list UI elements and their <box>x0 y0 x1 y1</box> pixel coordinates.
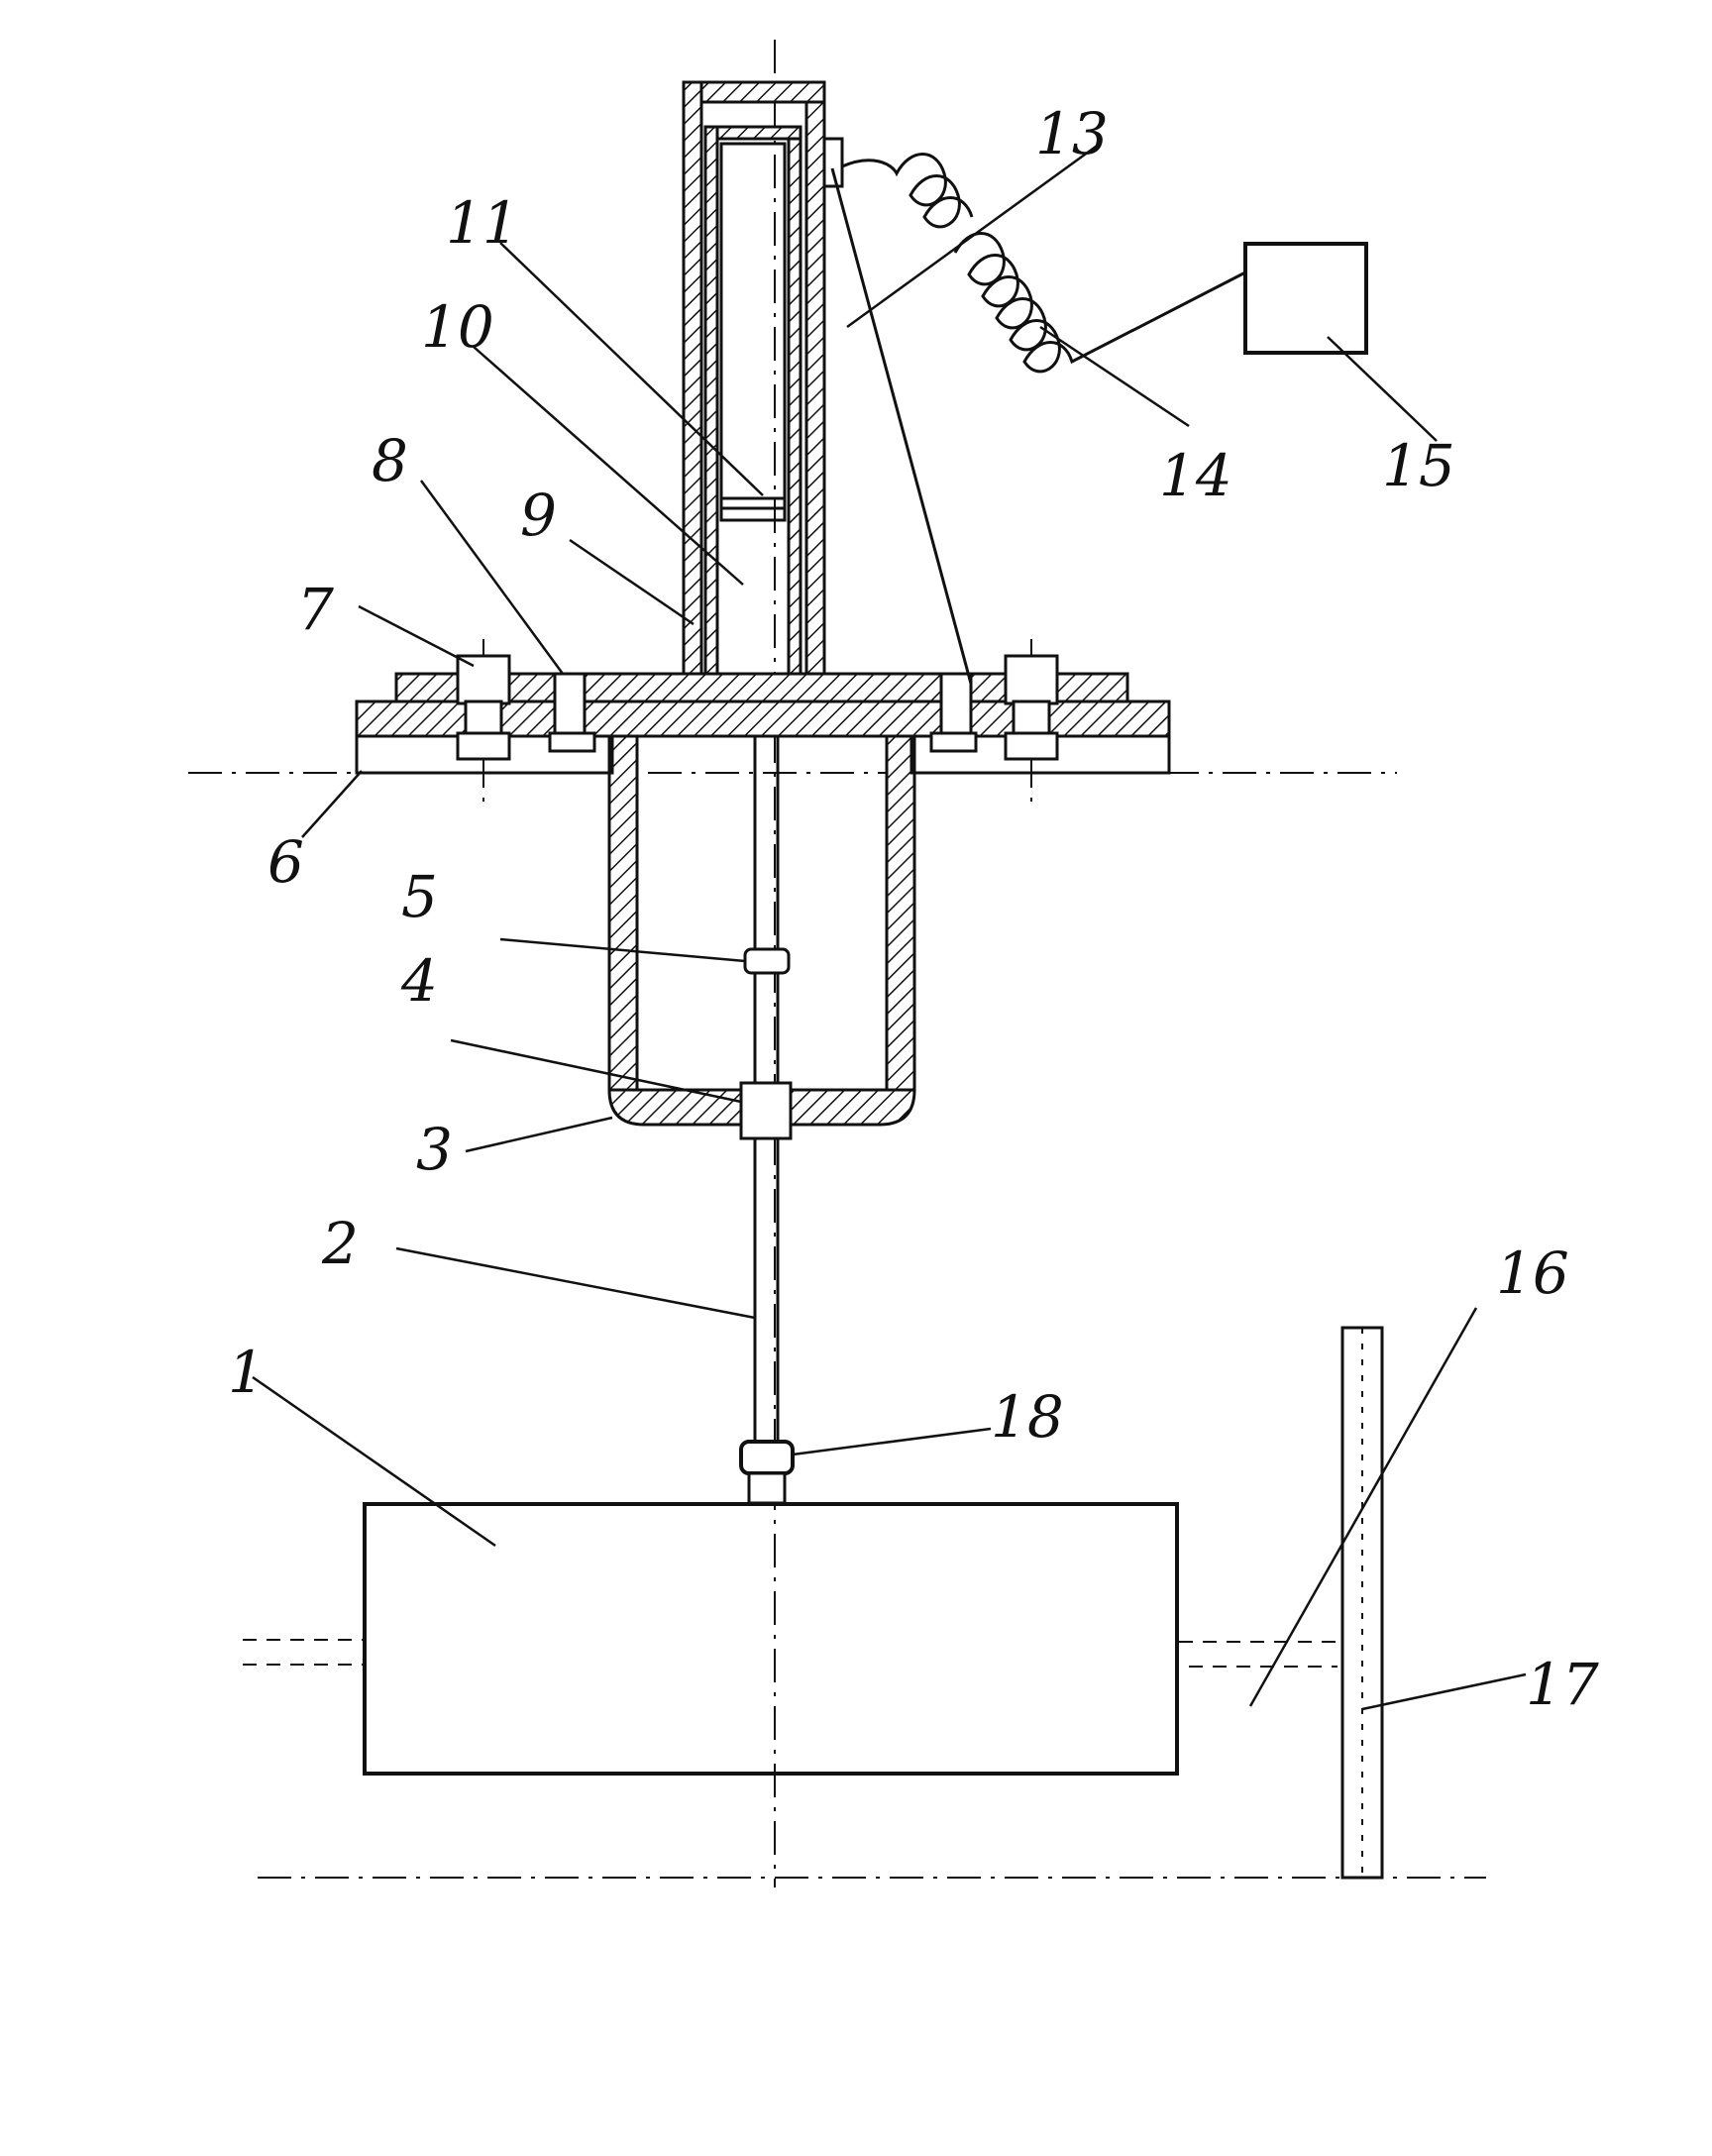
bushing-4 <box>739 1081 793 1140</box>
coiled-cable-14 <box>841 153 1246 374</box>
bolt-7-right <box>1004 654 1059 761</box>
leader-lines <box>252 142 1527 1711</box>
label-10: 10 <box>421 293 494 361</box>
label-9: 9 <box>520 482 557 549</box>
measuring-rod-17 <box>1340 1326 1384 1880</box>
outer-tube-9 <box>682 80 826 676</box>
label-17: 17 <box>1526 1651 1599 1718</box>
collar-5 <box>743 947 791 975</box>
label-3: 3 <box>416 1116 453 1183</box>
float-body-1 <box>363 1502 1179 1776</box>
label-8: 8 <box>372 427 408 494</box>
bolt-7-left <box>456 654 511 761</box>
label-14: 14 <box>1159 442 1232 509</box>
label-16: 16 <box>1496 1240 1569 1307</box>
label-11: 11 <box>446 189 519 257</box>
nut-18 <box>739 1440 795 1505</box>
support-wire <box>830 167 973 685</box>
label-13: 13 <box>1035 100 1109 167</box>
pressure-port-13 <box>822 137 844 188</box>
label-4: 4 <box>400 947 438 1015</box>
label-18: 18 <box>991 1383 1064 1451</box>
label-7: 7 <box>297 576 334 643</box>
part-labels: 1 2 3 4 5 6 7 8 9 10 11 13 14 15 16 17 1… <box>228 100 1599 1718</box>
label-1: 1 <box>228 1339 265 1406</box>
inner-tube-10 <box>703 125 802 676</box>
label-2: 2 <box>321 1210 359 1277</box>
instrument-box-15 <box>1243 242 1368 355</box>
label-15: 15 <box>1382 432 1455 499</box>
clamp-8-right <box>929 672 978 753</box>
water-surface-16 <box>243 1639 1338 1668</box>
centerlines <box>188 40 1486 1887</box>
clamp-8-left <box>548 672 596 753</box>
piston-11 <box>719 142 787 522</box>
housing-cup-3 <box>607 701 916 1127</box>
label-6: 6 <box>268 828 304 896</box>
label-5: 5 <box>401 863 438 930</box>
